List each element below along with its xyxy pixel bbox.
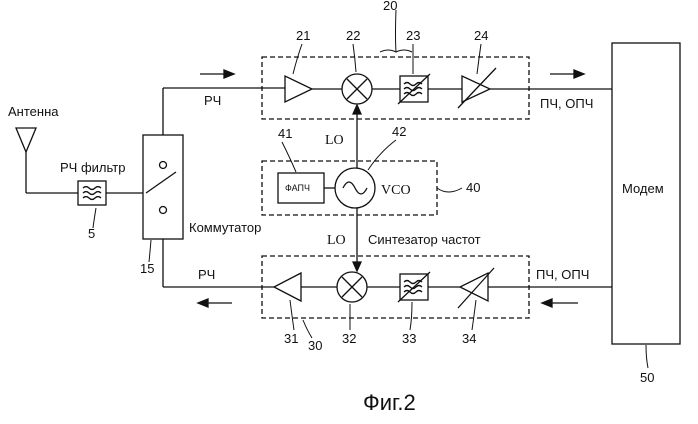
synthesizer-label: Синтезатор частот [368, 232, 481, 247]
rf-label-bottom: РЧ [198, 267, 215, 282]
if-label-bottom: ПЧ, ОПЧ [536, 267, 589, 282]
vco-label: VCO [381, 183, 411, 198]
ref-22: 22 [346, 28, 360, 43]
tunable-filter-33 [398, 272, 430, 302]
ref-32: 32 [342, 331, 356, 346]
ref-15: 15 [140, 261, 154, 276]
figure-caption: Фиг.2 [363, 390, 416, 415]
vco-oscillator [335, 168, 375, 208]
ref-50: 50 [640, 370, 654, 385]
modem-label: Модем [622, 181, 664, 196]
reference-leaders [93, 10, 648, 368]
ref-41: 41 [278, 126, 292, 141]
switch-label: Коммутатор [189, 220, 261, 235]
ref-33: 33 [402, 331, 416, 346]
amplifier-31 [274, 273, 301, 301]
lo-label-bottom: LO [327, 233, 346, 248]
lo-label-top: LO [325, 133, 344, 148]
ref-30: 30 [308, 338, 322, 353]
ref-21: 21 [296, 28, 310, 43]
rf-filter-label: РЧ фильтр [60, 160, 125, 175]
ref-34: 34 [462, 331, 476, 346]
mixer-22 [342, 74, 372, 104]
amplifier-21 [285, 76, 312, 102]
ref-5: 5 [88, 226, 95, 241]
ref-24: 24 [474, 28, 488, 43]
ref-42: 42 [392, 124, 406, 139]
ref-31: 31 [284, 331, 298, 346]
pll-label: ФАПЧ [285, 183, 310, 193]
ref-23: 23 [406, 28, 420, 43]
rf-filter-block [78, 181, 143, 205]
mixer-32 [337, 272, 367, 302]
antenna-label: Антенна [8, 104, 59, 119]
ref-20: 20 [383, 0, 397, 13]
tunable-filter-23 [398, 74, 430, 104]
rf-label-top: РЧ [204, 93, 221, 108]
if-label-top: ПЧ, ОПЧ [540, 96, 593, 111]
switch-block [143, 88, 285, 287]
ref-40: 40 [466, 180, 480, 195]
